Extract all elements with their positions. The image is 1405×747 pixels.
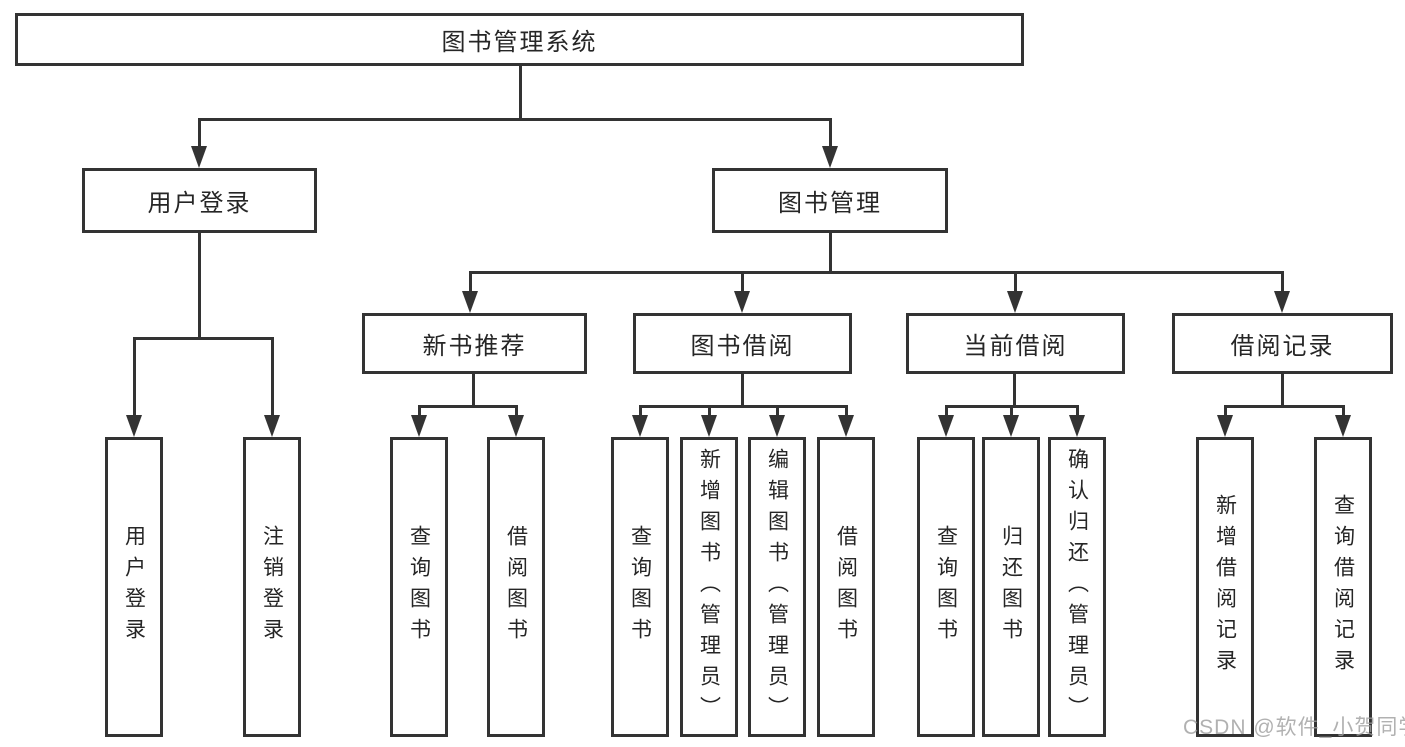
csdn-watermark: CSDN @软件_小贺同学 <box>1183 716 1405 739</box>
arrow-shaft-current-borrow <box>1014 271 1017 291</box>
leaf-borrow-add: 新增图书（管理员） <box>680 437 738 737</box>
arrow-shaft-leaf <box>515 405 518 415</box>
connector-user-login-bus <box>133 337 274 340</box>
connector-borrow-record-bus <box>1224 405 1345 408</box>
connector-level1-bus <box>198 118 832 121</box>
connector-new-book-stem <box>472 374 475 405</box>
arrowhead-leaf <box>411 415 427 437</box>
leaf-record-query: 查询借阅记录 <box>1314 437 1372 737</box>
node-book-mgmt: 图书管理 <box>712 168 948 233</box>
arrowhead-book-mgmt <box>822 146 838 168</box>
arrowhead-leaf <box>838 415 854 437</box>
node-root: 图书管理系统 <box>15 13 1024 66</box>
leaf-current-query: 查询图书 <box>917 437 975 737</box>
arrowhead-leaf <box>632 415 648 437</box>
connector-user-login-stem <box>198 233 201 337</box>
leaf-newbook-borrow: 借阅图书 <box>487 437 545 737</box>
connector-new-book-bus <box>418 405 518 408</box>
leaf-borrow-edit: 编辑图书（管理员） <box>748 437 806 737</box>
connector-current-borrow-stem <box>1013 374 1016 405</box>
arrow-shaft-leaf <box>1224 405 1227 415</box>
leaf-borrow-borrow: 借阅图书 <box>817 437 875 737</box>
leaf-borrow-query: 查询图书 <box>611 437 669 737</box>
arrowhead-leaf <box>701 415 717 437</box>
connector-book-mgmt-stem <box>829 233 832 271</box>
arrowhead-leaf <box>938 415 954 437</box>
arrow-shaft-book-mgmt <box>829 118 832 146</box>
arrow-shaft-borrow-record <box>1281 271 1284 291</box>
arrowhead-leaf <box>1335 415 1351 437</box>
arrowhead-leaf <box>1069 415 1085 437</box>
arrowhead-leaf-logout <box>264 415 280 437</box>
arrow-shaft-leaf <box>1342 405 1345 415</box>
node-borrow-record: 借阅记录 <box>1172 313 1393 374</box>
leaf-current-return: 归还图书 <box>982 437 1040 737</box>
connector-borrow-record-stem <box>1281 374 1284 405</box>
arrow-shaft-leaf <box>776 405 779 415</box>
arrowhead-leaf <box>508 415 524 437</box>
arrow-shaft-leaf <box>1010 405 1013 415</box>
arrowhead-book-borrow <box>734 291 750 313</box>
node-current-borrow: 当前借阅 <box>906 313 1125 374</box>
arrowhead-current-borrow <box>1007 291 1023 313</box>
arrow-shaft-leaf <box>845 405 848 415</box>
arrowhead-leaf <box>769 415 785 437</box>
leaf-current-confirm: 确认归还（管理员） <box>1048 437 1106 737</box>
node-book-borrow: 图书借阅 <box>633 313 852 374</box>
arrowhead-leaf <box>1217 415 1233 437</box>
connector-root-stem <box>519 66 522 118</box>
arrowhead-new-book <box>462 291 478 313</box>
arrowhead-leaf-login <box>126 415 142 437</box>
leaf-logout: 注销登录 <box>243 437 301 737</box>
arrow-shaft-leaf <box>639 405 642 415</box>
arrowhead-leaf <box>1003 415 1019 437</box>
arrow-shaft-leaf <box>708 405 711 415</box>
arrow-shaft-leaf-logout <box>271 337 274 415</box>
leaf-record-add: 新增借阅记录 <box>1196 437 1254 737</box>
arrow-shaft-new-book <box>469 271 472 291</box>
arrow-shaft-leaf-login <box>133 337 136 415</box>
arrow-shaft-leaf <box>945 405 948 415</box>
arrow-shaft-user-login <box>198 118 201 146</box>
node-new-book: 新书推荐 <box>362 313 587 374</box>
connector-book-borrow-stem <box>741 374 744 405</box>
connector-level3-bus <box>469 271 1283 274</box>
arrowhead-borrow-record <box>1274 291 1290 313</box>
leaf-newbook-query: 查询图书 <box>390 437 448 737</box>
arrow-shaft-book-borrow <box>741 271 744 291</box>
arrowhead-user-login <box>191 146 207 168</box>
arrow-shaft-leaf <box>1076 405 1079 415</box>
node-user-login: 用户登录 <box>82 168 317 233</box>
connector-book-borrow-bus <box>639 405 848 408</box>
leaf-user-login: 用户登录 <box>105 437 163 737</box>
arrow-shaft-leaf <box>418 405 421 415</box>
